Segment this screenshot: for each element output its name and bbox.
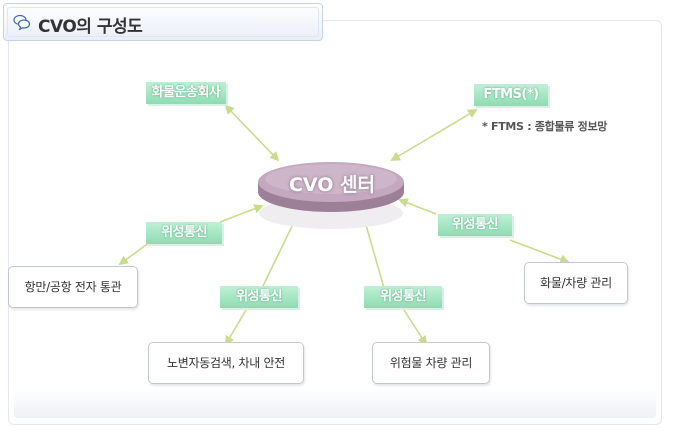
- box-hazmat-vehicle: 위험물 차량 관리: [372, 342, 490, 384]
- cvo-center-disc: [258, 162, 404, 229]
- tag-cargo-company: 화물운송회사: [146, 82, 226, 104]
- arrow-roadside: [261, 216, 297, 289]
- tag-satellite-bottom-left: 위성통신: [220, 286, 298, 308]
- arrow-port-box: [118, 241, 151, 266]
- arrow-port: [219, 204, 264, 223]
- box-roadside-safety: 노변자동검색, 차내 안전: [148, 342, 304, 384]
- panel-footer: [14, 388, 656, 418]
- tag-satellite-bottom-right: 위성통신: [364, 286, 442, 308]
- tag-ftms: FTMS(*): [474, 84, 548, 106]
- arrow-hazmat: [361, 216, 385, 289]
- page-title: CVO의 구성도: [38, 17, 143, 37]
- box-cargo-vehicle: 화물/차량 관리: [524, 262, 628, 304]
- arrow-cargo-company: [224, 104, 280, 162]
- tag-satellite-right: 위성통신: [438, 214, 512, 236]
- cvo-center-label: CVO 센터: [288, 174, 376, 196]
- arrow-cargo-vehicle-box: [509, 239, 570, 264]
- ftms-footnote: * FTMS : 종합물류 정보망: [482, 120, 608, 133]
- arrow-roadside-box: [225, 309, 247, 346]
- arrow-hazmat-box: [403, 309, 428, 346]
- tag-satellite-left: 위성통신: [146, 222, 222, 244]
- speech-bubble-icon: [13, 14, 31, 31]
- box-port-customs: 항만/공항 전자 통관: [8, 266, 138, 308]
- title-tab: CVO의 구성도: [3, 3, 323, 41]
- arrow-cargo-vehicle: [398, 198, 437, 215]
- arrow-ftms: [390, 109, 478, 161]
